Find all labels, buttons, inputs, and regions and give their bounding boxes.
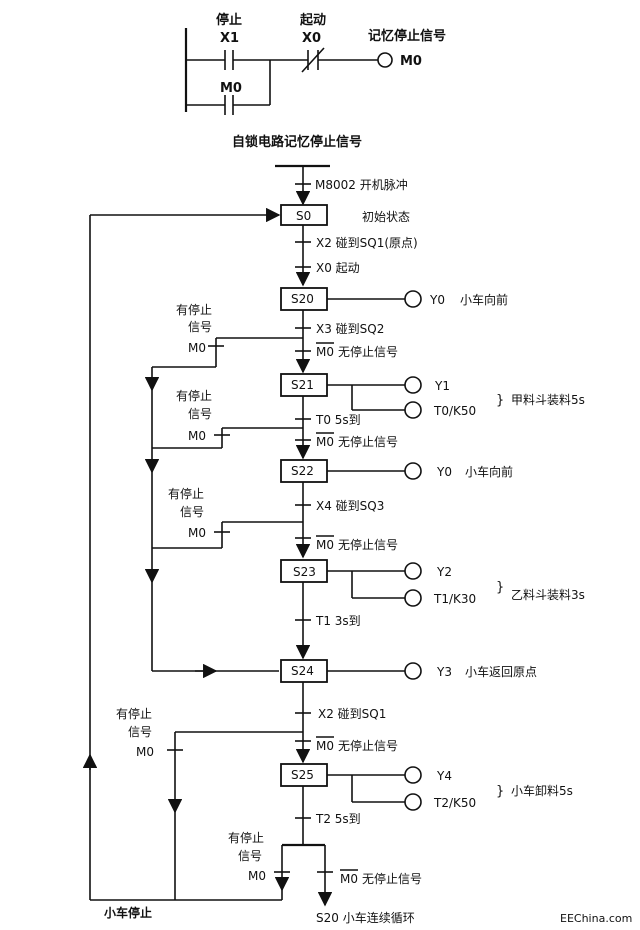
trans-x3-label: X3 碰到SQ2 [316, 322, 384, 336]
trans-no-stop-3: 无停止信号 [338, 537, 398, 552]
step-s0-desc: 初始状态 [362, 210, 410, 224]
output-y0-desc: 小车向前 [460, 292, 508, 307]
output-y4-label: Y4 [436, 769, 452, 783]
stop-branch-1-line1: 有停止 [176, 302, 212, 317]
output-y0-coil [404, 290, 422, 308]
trans-t0-label: T0 5s到 [315, 413, 361, 427]
sfc-main-line: M8002 开机脉冲 S0 初始状态 X2 碰到SQ1(原点) X0 起动 S2… [274, 164, 585, 925]
step-s25-label: S25 [291, 768, 314, 782]
output-y3-desc: 小车返回原点 [465, 664, 537, 679]
ladder-diagram: 停止 X1 起动 X0 记忆停止信号 M0 M0 自锁电路记忆停止信号 [184, 12, 446, 150]
stop-branch-2-m0: M0 [188, 429, 206, 443]
trans-x2b-label: X2 碰到SQ1 [318, 707, 386, 721]
brace-3: } [496, 784, 504, 799]
trans-t2-label: T2 5s到 [315, 812, 361, 826]
output-y4-coil [404, 766, 422, 784]
coil-desc-label: 记忆停止信号 [368, 28, 446, 44]
trans-x0-label: X0 起动 [316, 261, 360, 275]
watermark: EEChina.com [560, 912, 632, 925]
trans-no-stop-5: 无停止信号 [362, 871, 422, 886]
stop-branch-3-line1: 有停止 [168, 486, 204, 501]
s23-group-desc: 乙料斗装料3s [511, 588, 585, 602]
step-s24-label: S24 [291, 664, 314, 678]
brace-2: } [496, 580, 504, 595]
output-y0b-coil [404, 462, 422, 480]
start-label: 起动 [299, 12, 326, 28]
stop-branch-5-line2: 信号 [238, 849, 262, 863]
trans-m0-bar-1: M0 [316, 345, 334, 359]
output-t1-coil [404, 589, 422, 607]
stop-branch-2-line1: 有停止 [176, 388, 212, 403]
s25-group-desc: 小车卸料5s [511, 783, 573, 798]
output-t1-label: T1/K30 [433, 592, 476, 606]
output-y2-label: Y2 [436, 565, 452, 579]
stop-branch-5-m0: M0 [248, 869, 266, 883]
init-pulse-label: M8002 开机脉冲 [315, 177, 408, 192]
output-t0-label: T0/K50 [433, 404, 476, 418]
brace-1: } [496, 393, 504, 408]
seal-contact-label: M0 [220, 81, 242, 96]
coil-m0 [377, 52, 393, 68]
stop-branches: 有停止 信号 M0 有停止 信号 M0 有停止 信号 M0 有停止 信号 M0 [82, 207, 303, 920]
output-y1-label: Y1 [434, 379, 450, 393]
trans-t1-label: T1 3s到 [315, 614, 361, 628]
trans-no-stop-4: 无停止信号 [338, 738, 398, 753]
trans-m0-bar-4: M0 [316, 739, 334, 753]
trans-x4-label: X4 碰到SQ3 [316, 499, 384, 513]
stop-label: 停止 [216, 12, 242, 28]
stop-branch-3-m0: M0 [188, 526, 206, 540]
output-t2-coil [404, 793, 422, 811]
stop-branch-3-line2: 信号 [180, 505, 204, 519]
stop-branch-1-m0: M0 [188, 341, 206, 355]
trans-no-stop-1: 无停止信号 [338, 344, 398, 359]
output-y2-coil [404, 562, 422, 580]
stop-car-label: 小车停止 [104, 905, 152, 920]
trans-m0-bar-2: M0 [316, 435, 334, 449]
start-contact-label: X0 [302, 31, 321, 46]
trans-x2-label: X2 碰到SQ1(原点) [316, 236, 418, 250]
stop-branch-4-line2: 信号 [128, 725, 152, 739]
stop-branch-4-m0: M0 [136, 745, 154, 759]
step-s0-label: S0 [296, 209, 311, 223]
step-s23-label: S23 [293, 565, 316, 579]
trans-m0-bar-3: M0 [316, 538, 334, 552]
step-s20-label: S20 [291, 292, 314, 306]
output-t0-coil [404, 401, 422, 419]
stop-branch-1-line2: 信号 [188, 320, 212, 334]
stop-contact-x1 [224, 50, 234, 70]
trans-no-stop-2: 无停止信号 [338, 434, 398, 449]
output-y3-coil [404, 662, 422, 680]
stop-contact-label: X1 [220, 31, 239, 46]
output-y0b-desc: 小车向前 [465, 464, 513, 479]
step-s21-label: S21 [291, 378, 314, 392]
output-y0-label: Y0 [429, 293, 445, 307]
output-y1-coil [404, 376, 422, 394]
stop-branch-5-line1: 有停止 [228, 830, 264, 845]
seal-contact-m0 [224, 95, 234, 115]
trans-m0-bar-5: M0 [340, 872, 358, 886]
s21-group-desc: 甲料斗装料5s [511, 393, 585, 407]
output-t2-label: T2/K50 [433, 796, 476, 810]
stop-branch-4-line1: 有停止 [116, 706, 152, 721]
step-s0 [280, 204, 328, 226]
stop-branch-2-line2: 信号 [188, 407, 212, 421]
output-y3-label: Y3 [436, 665, 452, 679]
coil-label: M0 [400, 54, 422, 69]
step-s22-label: S22 [291, 464, 314, 478]
end-jump-label: S20 小车连续循环 [316, 910, 415, 925]
output-y0b-label: Y0 [436, 465, 452, 479]
ladder-caption: 自锁电路记忆停止信号 [232, 134, 362, 150]
